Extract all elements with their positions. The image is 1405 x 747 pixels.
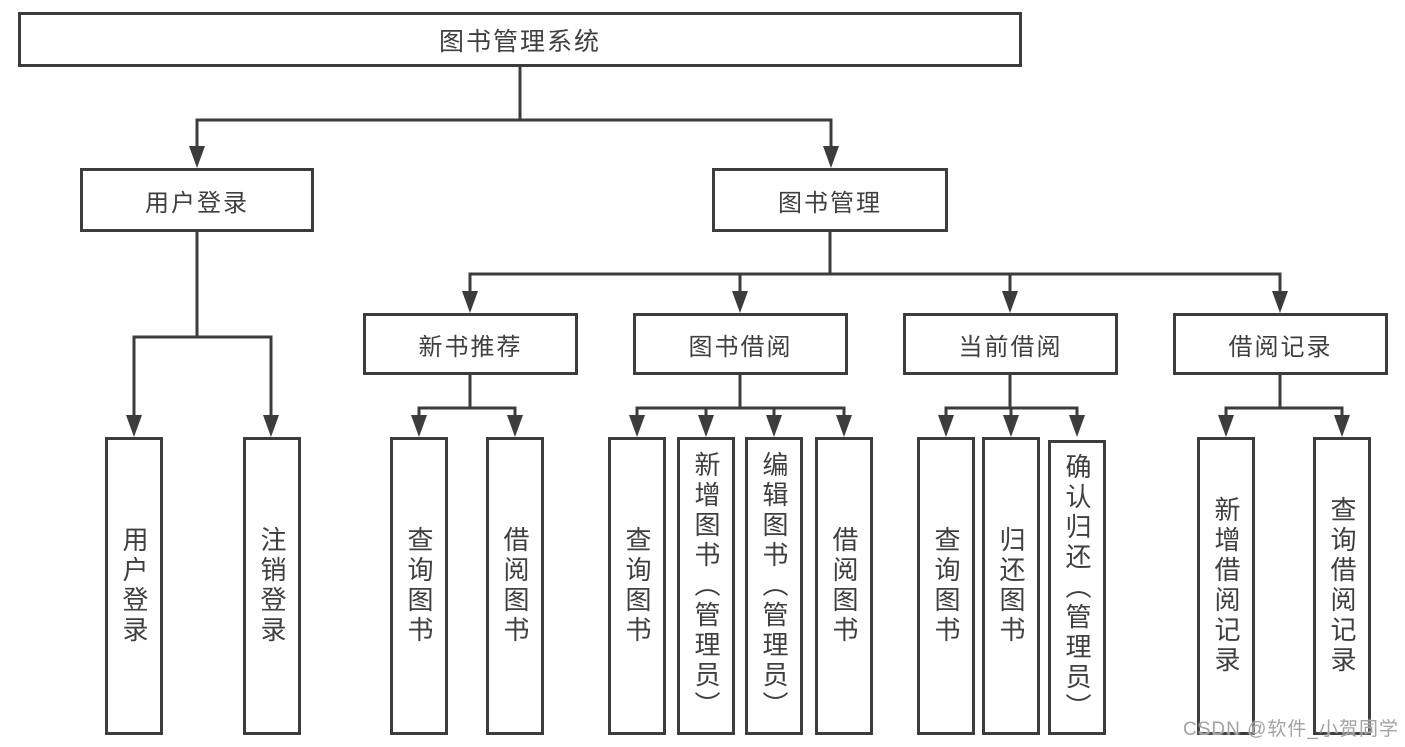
leaf-query-books-recommend: 查询图书 (390, 437, 448, 735)
leaf-query-borrow-record: 查询借阅记录 (1313, 437, 1371, 735)
leaf-borrow-books-recommend: 借阅图书 (486, 437, 544, 735)
node-book-management: 图书管理 (712, 168, 948, 232)
leaf-add-borrow-record: 新增借阅记录 (1197, 437, 1255, 735)
leaf-user-login: 用户登录 (105, 437, 163, 735)
node-borrowing-records: 借阅记录 (1173, 313, 1388, 375)
leaf-add-books-admin: 新增图书（管理员） (677, 437, 735, 735)
leaf-query-books-current: 查询图书 (917, 437, 975, 735)
node-library-management-system: 图书管理系统 (18, 12, 1022, 67)
leaf-borrow-books-borrowing: 借阅图书 (815, 437, 873, 735)
csdn-watermark: CSDN @软件_小贺同学 (1183, 719, 1399, 740)
leaf-edit-books-admin: 编辑图书（管理员） (745, 437, 803, 735)
leaf-confirm-return-admin: 确认归还（管理员） (1048, 440, 1106, 735)
node-book-borrowing: 图书借阅 (633, 313, 848, 375)
node-current-borrowing: 当前借阅 (903, 313, 1118, 375)
leaf-return-books: 归还图书 (982, 437, 1040, 735)
node-new-book-recommendation: 新书推荐 (363, 313, 578, 375)
leaf-query-books-borrowing: 查询图书 (608, 437, 666, 735)
node-user-login: 用户登录 (80, 168, 314, 232)
leaf-logout: 注销登录 (243, 437, 301, 735)
